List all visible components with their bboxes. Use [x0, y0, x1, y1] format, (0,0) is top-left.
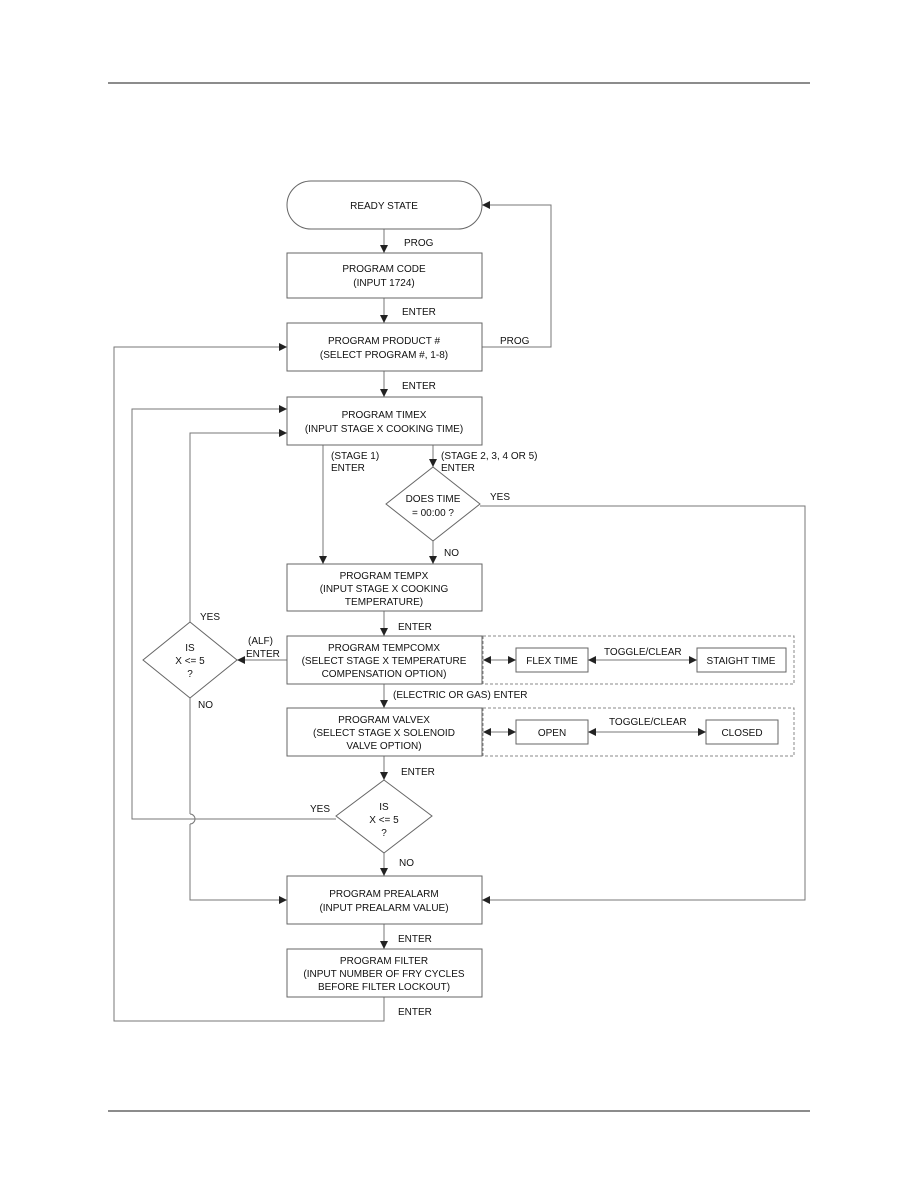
does-time-line-1: DOES TIME [406, 494, 461, 505]
label-alf: (ALF) [248, 636, 273, 647]
label-enter-4: ENTER [401, 767, 435, 778]
label-prog-2: PROG [500, 336, 530, 347]
label-electric-gas: (ELECTRIC OR GAS) ENTER [393, 690, 527, 701]
label-toggle-2: TOGGLE/CLEAR [609, 717, 687, 728]
program-valvex-detail-1: (SELECT STAGE X SOLENOID [313, 728, 455, 739]
program-tempx-title: PROGRAM TEMPX [340, 571, 429, 582]
program-valvex-detail-2: VALVE OPTION) [346, 741, 421, 752]
label-alf-enter: ENTER [246, 649, 280, 660]
program-filter-detail-2: BEFORE FILTER LOCKOUT) [318, 982, 450, 993]
label-stage2-5-enter: ENTER [441, 463, 475, 474]
program-code-detail: (INPUT 1724) [353, 278, 415, 289]
label-stage1-enter: ENTER [331, 463, 365, 474]
program-product-node: PROGRAM PRODUCT # (SELECT PROGRAM #, 1-8… [286, 322, 483, 372]
program-prealarm-node: PROGRAM PREALARM (INPUT PREALARM VALUE) [286, 875, 483, 925]
program-valvex-node: PROGRAM VALVEX (SELECT STAGE X SOLENOID … [286, 707, 483, 757]
ready-state-node: READY STATE [286, 180, 483, 230]
label-enter-2: ENTER [402, 381, 436, 392]
flex-time-label: FLEX TIME [526, 656, 578, 667]
program-code-title: PROGRAM CODE [342, 264, 426, 275]
arrow-filter-to-product [113, 343, 385, 1022]
closed-label: CLOSED [721, 728, 762, 739]
is-mid-line-2: X <= 5 [369, 815, 399, 826]
staight-time-label: STAIGHT TIME [707, 656, 776, 667]
label-toggle-1: TOGGLE/CLEAR [604, 647, 682, 658]
program-tempx-node: PROGRAM TEMPX (INPUT STAGE X COOKING TEM… [286, 563, 483, 612]
program-tempcomx-title: PROGRAM TEMPCOMX [328, 643, 440, 654]
label-enter-6: ENTER [398, 1007, 432, 1018]
arrow-is-left-yes-to-timex [189, 429, 287, 622]
is-left-line-2: X <= 5 [175, 656, 205, 667]
program-valvex-title: PROGRAM VALVEX [338, 715, 430, 726]
program-tempx-detail-1: (INPUT STAGE X COOKING [320, 584, 449, 595]
ready-state-label: READY STATE [350, 201, 418, 212]
is-x-decision-left: IS X <= 5 ? [142, 621, 238, 699]
does-time-line-2: = 00:00 ? [412, 508, 454, 519]
page-footer-rule [108, 1110, 810, 1112]
label-no-mid: NO [399, 858, 414, 869]
program-filter-title: PROGRAM FILTER [340, 956, 428, 967]
arrow-is-left-no-to-prealarm [189, 824, 287, 904]
is-left-line-3: ? [187, 669, 193, 680]
program-product-detail: (SELECT PROGRAM #, 1-8) [320, 350, 448, 361]
label-yes-mid: YES [310, 804, 330, 815]
arrow-prog-back-to-ready [482, 201, 552, 348]
open-label: OPEN [538, 728, 566, 739]
program-filter-node: PROGRAM FILTER (INPUT NUMBER OF FRY CYCL… [286, 948, 483, 998]
label-enter-3: ENTER [398, 622, 432, 633]
program-tempx-detail-2: TEMPERATURE) [345, 597, 423, 608]
edge-labels: PROG ENTER PROG ENTER (STAGE 1) ENTER (S… [198, 238, 687, 1018]
program-timex-detail: (INPUT STAGE X COOKING TIME) [305, 424, 463, 435]
label-yes-left: YES [200, 612, 220, 623]
program-tempcomx-detail-1: (SELECT STAGE X TEMPERATURE [302, 656, 467, 667]
is-mid-line-1: IS [379, 802, 389, 813]
tempcomp-options-group [482, 635, 795, 685]
is-x-decision-mid: IS X <= 5 ? [335, 779, 433, 854]
connectors [113, 201, 806, 1022]
program-timex-title: PROGRAM TIMEX [342, 410, 427, 421]
program-tempcomx-node: PROGRAM TEMPCOMX (SELECT STAGE X TEMPERA… [286, 635, 483, 685]
staight-time-option: STAIGHT TIME [696, 647, 787, 673]
open-option: OPEN [515, 719, 589, 745]
label-enter-1: ENTER [402, 307, 436, 318]
label-no-time: NO [444, 548, 459, 559]
label-prog-1: PROG [404, 238, 434, 249]
label-no-left: NO [198, 700, 213, 711]
program-timex-node: PROGRAM TIMEX (INPUT STAGE X COOKING TIM… [286, 396, 483, 446]
label-stage1: (STAGE 1) [331, 451, 379, 462]
program-filter-detail-1: (INPUT NUMBER OF FRY CYCLES [303, 969, 464, 980]
label-yes-time: YES [490, 492, 510, 503]
program-prealarm-title: PROGRAM PREALARM [329, 889, 438, 900]
is-mid-line-3: ? [381, 828, 387, 839]
is-left-line-1: IS [185, 643, 195, 654]
label-stage2-5: (STAGE 2, 3, 4 OR 5) [441, 451, 538, 462]
valve-options-group [482, 707, 795, 757]
arrow-doestime-yes-to-prealarm [480, 505, 806, 904]
label-enter-5: ENTER [398, 934, 432, 945]
program-tempcomx-detail-2: COMPENSATION OPTION) [322, 669, 447, 680]
flex-time-option: FLEX TIME [515, 647, 589, 673]
program-prealarm-detail: (INPUT PREALARM VALUE) [319, 903, 448, 914]
closed-option: CLOSED [705, 719, 779, 745]
program-code-node: PROGRAM CODE (INPUT 1724) [286, 252, 483, 299]
does-time-decision: DOES TIME = 00:00 ? [385, 466, 481, 542]
page-header-rule [108, 82, 810, 84]
arrow-is-mid-yes-to-timex [131, 405, 336, 820]
program-product-title: PROGRAM PRODUCT # [328, 336, 440, 347]
